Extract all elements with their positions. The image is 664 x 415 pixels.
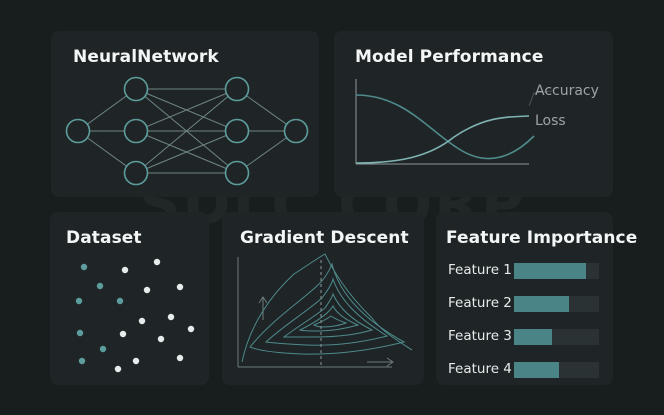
neural-network-card: NeuralNetwork: [51, 31, 319, 197]
feature-label: Feature 3: [448, 328, 512, 344]
feature-label: Feature 2: [448, 295, 512, 311]
feature-bar: [514, 329, 553, 345]
neural-network-diagram: [65, 76, 309, 186]
data-point: [176, 283, 184, 291]
nn-neuron: [224, 118, 250, 144]
model-performance-chart: Accuracy Loss: [355, 79, 599, 165]
nn-edge: [135, 130, 238, 174]
model-performance-title: Model Performance: [355, 47, 544, 67]
data-point: [76, 329, 84, 337]
loss-contours: [241, 253, 413, 363]
accuracy-legend-label: Accuracy: [535, 83, 599, 99]
nn-neuron: [123, 118, 149, 144]
nn-neuron: [123, 76, 149, 102]
right-arrow-icon: [367, 357, 394, 367]
dataset-title: Dataset: [66, 228, 142, 248]
data-point: [121, 266, 129, 274]
data-point: [132, 357, 140, 365]
up-arrow-icon: [258, 296, 268, 320]
nn-edge: [135, 88, 238, 174]
data-point: [167, 313, 175, 321]
data-point: [78, 357, 86, 365]
data-point: [75, 297, 83, 305]
data-point: [96, 282, 104, 290]
feature-bar: [514, 263, 587, 279]
data-point: [138, 317, 146, 325]
data-point: [119, 330, 127, 338]
feature-bar: [514, 296, 570, 312]
feature-importance-title: Feature Importance: [446, 228, 638, 248]
gradient-descent-diagram: [237, 253, 413, 368]
feature-label: Feature 1: [448, 262, 512, 278]
data-point: [116, 297, 124, 305]
data-point: [80, 263, 88, 271]
loss-curve: [355, 115, 530, 164]
data-point: [114, 365, 122, 373]
data-point: [99, 345, 107, 353]
gradient-descent-card: Gradient Descent: [222, 212, 424, 385]
data-point: [157, 335, 165, 343]
dataset-card: Dataset: [50, 212, 209, 385]
nn-neuron: [65, 118, 91, 144]
feature-label: Feature 4: [448, 361, 512, 377]
nn-neuron: [123, 160, 149, 186]
feature-bar: [514, 362, 560, 378]
feature-importance-card: Feature Importance Feature 1 Feature 2 Fea…: [436, 212, 637, 385]
nn-neuron: [224, 160, 250, 186]
nn-neuron: [224, 76, 250, 102]
data-point: [153, 258, 161, 266]
data-point: [143, 286, 151, 294]
model-performance-card: Model Performance Accuracy Loss: [334, 31, 613, 197]
accuracy-leader-line: [528, 90, 553, 107]
loss-legend-label: Loss: [535, 113, 566, 129]
dataset-scatter: [75, 258, 195, 373]
gradient-descent-title: Gradient Descent: [240, 228, 409, 248]
nn-connections: [77, 88, 297, 174]
nn-edge: [135, 88, 238, 132]
neural-network-title: NeuralNetwork: [73, 47, 219, 67]
nn-neuron: [283, 118, 309, 144]
data-point: [187, 325, 195, 333]
accuracy-curve: [355, 94, 535, 160]
data-point: [176, 354, 184, 362]
